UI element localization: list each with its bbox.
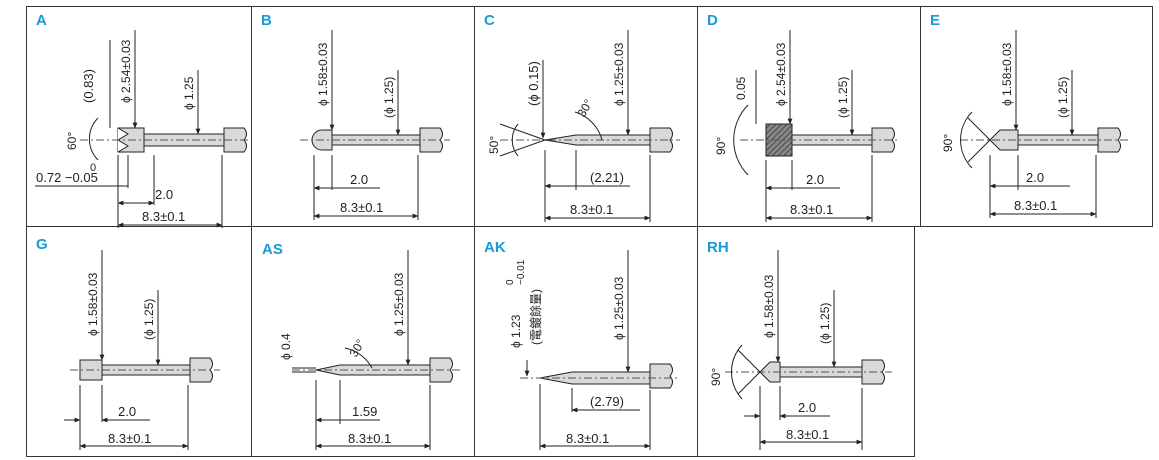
panel-ak: AK ϕ 1.23 0 −0.01 (電鍍餘量) ϕ 1.25±0.03 (2.… (484, 239, 680, 450)
dim-text: 90° (714, 137, 728, 155)
dim-text: 0 (90, 162, 96, 174)
dim-text: 8.3±0.1 (108, 431, 151, 446)
dim-text: ϕ 1.23 (509, 314, 523, 348)
dim-text: ϕ 1.58±0.03 (86, 272, 100, 336)
panel-label: G (36, 236, 48, 253)
dim-text: 8.3±0.1 (566, 431, 609, 446)
dim-text: 8.3±0.1 (142, 209, 185, 224)
dim-text: ϕ 1.58±0.03 (1000, 42, 1014, 106)
dim-text: 8.3±0.1 (340, 200, 383, 215)
dim-text: 2.0 (118, 404, 136, 419)
dim-text: 2.0 (1026, 170, 1044, 185)
dim-text: ϕ 1.25 (182, 76, 196, 110)
dim-text: (ϕ 1.25) (142, 299, 156, 340)
panel-label: A (36, 12, 47, 29)
dim-text: 8.3±0.1 (1014, 198, 1057, 213)
panel-b: B ϕ 1.58±0.03 (ϕ 1.25) 2.0 8.3±0.1 (261, 12, 450, 220)
dim-text: ϕ 1.58±0.03 (316, 42, 330, 106)
panel-rh: RH ϕ 1.58±0.03 (ϕ 1.25) 90° 2.0 8.3±0.1 (707, 239, 892, 450)
dim-text: (ϕ 1.25) (818, 303, 832, 344)
panel-as: AS ϕ 0.4 ϕ 1.25±0.03 30° 1.59 8.3±0.1 (262, 241, 460, 450)
dim-text: (ϕ 1.25) (382, 77, 396, 118)
dim-text: (ϕ 0.15) (526, 61, 541, 106)
dim-text: 30° (574, 97, 595, 120)
panel-label: C (484, 12, 495, 29)
dim-text: 8.3±0.1 (570, 202, 613, 217)
dim-text: 0.72 −0.05 (36, 170, 98, 185)
dim-text: (ϕ 1.25) (836, 77, 850, 118)
dim-text: (電鍍餘量) (528, 289, 543, 345)
dim-text: ϕ 1.25±0.03 (612, 42, 626, 106)
dim-text: 2.0 (155, 187, 173, 202)
dim-text: 8.3±0.1 (786, 427, 829, 442)
dim-text: 0 (505, 279, 516, 285)
panel-label: B (261, 12, 272, 29)
dim-text: 2.0 (350, 172, 368, 187)
dim-text: 1.59 (352, 404, 377, 419)
panel-label: E (930, 12, 940, 29)
panel-label: D (707, 12, 718, 29)
dim-text: ϕ 0.4 (279, 333, 293, 360)
dim-text: 60° (65, 132, 79, 150)
panel-c: C (ϕ 0.15) ϕ 1.25±0.03 50° 30° (2.21) 8.… (484, 12, 680, 222)
dim-text: ϕ 1.58±0.03 (762, 274, 776, 338)
dim-text: 2.0 (806, 172, 824, 187)
panel-g: G ϕ 1.58±0.03 (ϕ 1.25) 2.0 8.3±0.1 (36, 236, 220, 450)
dim-text: 90° (941, 134, 955, 152)
panel-label: RH (707, 239, 729, 256)
dim-text: ϕ 1.25±0.03 (612, 276, 626, 340)
panel-d: D 0.05 ϕ 2.54±0.03 (ϕ 1.25) 90° 2.0 8.3±… (707, 12, 900, 222)
panel-e: E ϕ 1.58±0.03 (ϕ 1.25) 90° 2.0 8.3±0.1 (930, 12, 1128, 218)
dim-text: (0.83) (81, 69, 96, 103)
dim-text: ϕ 1.25±0.03 (392, 272, 406, 336)
dim-text: (2.21) (590, 170, 624, 185)
panel-label: AK (484, 239, 506, 256)
dim-text: 8.3±0.1 (790, 202, 833, 217)
panel-a: A (0.83) ϕ 2.54±0.03 ϕ 1.25 60° 0 0.72 −… (35, 12, 248, 228)
dim-text: 50° (487, 136, 501, 154)
dim-text: (2.79) (590, 394, 624, 409)
dim-text: ϕ 2.54±0.03 (774, 42, 788, 106)
dim-text: ϕ 2.54±0.03 (119, 39, 133, 103)
dim-text: 0.05 (734, 76, 748, 100)
dim-text: 30° (346, 337, 367, 360)
grid-lines (26, 6, 1153, 457)
dim-text: 90° (709, 368, 723, 386)
dim-text: 2.0 (798, 400, 816, 415)
panel-label: AS (262, 241, 283, 258)
dim-text: 8.3±0.1 (348, 431, 391, 446)
dim-text: (ϕ 1.25) (1056, 77, 1070, 118)
dim-text: −0.01 (516, 259, 527, 285)
